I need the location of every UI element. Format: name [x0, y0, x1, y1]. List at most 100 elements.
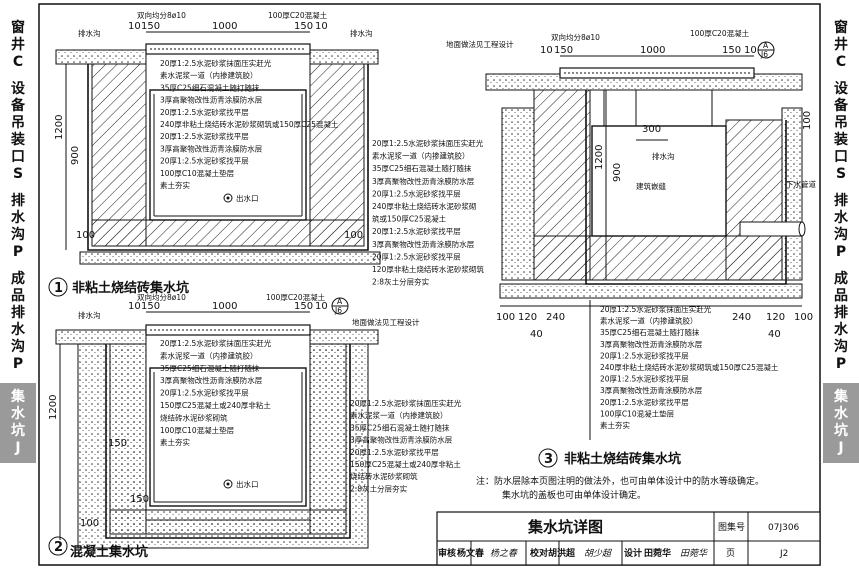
detail2-rebar-label: 双向均分8ø10 — [137, 292, 186, 302]
detail2-right-note-0: 20厚1:2.5水泥砂浆抹面压实赶光 — [350, 398, 462, 408]
detail2-inner-note-2: 35厚C25细石混凝土随打随抹 — [160, 363, 260, 373]
detail1-inner-note-3: 3厚高聚物改性沥青涂膜防水层 — [160, 95, 263, 105]
detail1-dim-10b: 10 — [315, 21, 328, 32]
detail2-inner-note-3: 3厚高聚物改性沥青涂膜防水层 — [160, 375, 263, 385]
detail2-dim-150a: 150 — [141, 301, 160, 312]
detail1-inner-note-10: 素土夯实 — [160, 180, 190, 190]
detail1-dim-100-right: 100 — [344, 230, 363, 241]
detail2-inner-note-8: 素土夯实 — [160, 437, 190, 447]
detail3-concrete-label: 100厚C20混凝土 — [690, 28, 750, 38]
detail2-inner-note-4: 20厚1:2.5水泥砂浆找平层 — [160, 388, 249, 398]
drawing-frame — [38, 3, 821, 566]
detail2-right-note-7: 2:8灰土分层夯实 — [350, 483, 408, 493]
detail3-note-2: 35厚C25细石混凝土随打随抹 — [600, 327, 700, 337]
detail1-right-note-7: 20厚1:2.5水泥砂浆找平层 — [372, 226, 461, 236]
detail3-number: 3 — [544, 452, 553, 467]
detail2-drain-left: 排水沟 — [78, 310, 101, 320]
detail2-right-note-6: 烧结砖水泥砂浆砌筑 — [350, 471, 418, 481]
detail1-right-note-5: 240厚非粘土烧结砖水泥砂浆砌 — [372, 201, 476, 211]
detail3-note-0: 20厚1:2.5水泥砂浆抹面压实赶光 — [600, 304, 712, 314]
detail-1: 出水口 10 150 1000 150 10 双向均分8ø10 100厚C20混… — [48, 10, 484, 297]
detail1-dim-150a: 150 — [141, 21, 160, 32]
title-block-page-no: J2 — [779, 549, 788, 559]
detail2-right-note-3: 3厚高聚物改性沥青涂膜防水层 — [350, 435, 453, 445]
detail3-note-7: 3厚高聚物改性沥青涂膜防水层 — [600, 385, 703, 395]
detail3-dim-150b: 150 — [722, 45, 741, 56]
detail3-embedded-label: 建筑嵌缝 — [636, 181, 666, 191]
detail3-callout-sheet: J6 — [760, 50, 768, 59]
title-block-atlas-no: 07J306 — [768, 523, 800, 533]
detail2-dim-150-inner: 150 — [130, 494, 149, 505]
title-block-checker: 胡洪超 — [548, 547, 576, 559]
detail1-title: 非粘土烧结砖集水坑 — [72, 280, 189, 296]
detail1-drain-right: 排水沟 — [350, 28, 373, 38]
detail3-dim-40b: 40 — [768, 329, 781, 340]
detail2-title: 混凝土集水坑 — [70, 544, 148, 560]
detail2-ground-ref: 地面做法见工程设计 — [352, 317, 420, 327]
detail3-dim-b3: 240 — [732, 312, 751, 323]
title-block-check-label: 校对 — [530, 547, 548, 559]
title-block-review-sign: 杨之春 — [490, 548, 518, 559]
detail1-right-note-2: 35厚C25细石混凝土随打随抹 — [372, 163, 472, 173]
detail2-dim-150b: 150 — [294, 301, 313, 312]
detail3-pipe-label: 下水管道 — [786, 179, 816, 189]
detail3-dim-150a: 150 — [554, 45, 573, 56]
detail3-note-8: 20厚1:2.5水泥砂浆找平层 — [600, 397, 689, 407]
detail2-inner-note-7: 100厚C10混凝土垫层 — [160, 425, 235, 435]
detail1-right-note-11: 2:8灰土分层夯实 — [372, 277, 430, 287]
detail1-number: 1 — [54, 281, 63, 296]
detail2-outlet: 出水口 — [236, 479, 259, 489]
detail2-right-note-2: 35厚C25细石混凝土随打随抹 — [350, 422, 450, 432]
detail1-dim-10a: 10 — [128, 21, 141, 32]
title-block-atlas-label: 图集号 — [718, 521, 745, 533]
detail3-dim-300: 300 — [642, 124, 661, 135]
title-block-page-label: 页 — [726, 548, 735, 559]
title-block-review-label: 审核 — [438, 547, 456, 559]
detail1-right-note-0: 20厚1:2.5水泥砂浆抹面压实赶光 — [372, 138, 484, 148]
detail3-note-4: 20厚1:2.5水泥砂浆找平层 — [600, 350, 689, 360]
title-block-check-sign: 胡少超 — [584, 548, 613, 559]
detail1-right-note-8: 3厚高聚物改性沥青涂膜防水层 — [372, 239, 475, 249]
detail1-dim-1200: 1200 — [54, 115, 65, 140]
detail1-inner-note-0: 20厚1:2.5水泥砂浆抹面压实赶光 — [160, 58, 272, 68]
detail1-dim-900: 900 — [70, 146, 81, 165]
detail2-concrete-label: 100厚C20混凝土 — [266, 292, 326, 302]
detail1-right-note-6: 筑或150厚C25混凝土 — [372, 214, 447, 224]
detail1-concrete-label: 100厚C20混凝土 — [268, 10, 328, 20]
title-block-reviewer: 杨文春 — [457, 547, 485, 559]
detail3-note-5: 240厚非粘土烧结砖水泥砂浆砌筑或150厚C25混凝土 — [600, 362, 779, 372]
detail2-dim-10b: 10 — [315, 301, 328, 312]
detail3-note-6: 20厚1:2.5水泥砂浆找平层 — [600, 374, 689, 384]
detail2-dim-100-left: 100 — [80, 518, 99, 529]
detail3-dim-900: 900 — [612, 163, 623, 182]
detail3-dim-b1: 120 — [518, 312, 537, 323]
detail1-right-note-3: 3厚高聚物改性沥青涂膜防水层 — [372, 176, 475, 186]
detail3-dim-100-right: 100 — [802, 111, 813, 130]
detail3-dim-b5: 100 — [794, 312, 813, 323]
title-block: 集水坑详图 图集号 07J306 审核 杨文春 杨之春 校对 胡洪超 胡少超 设… — [436, 511, 821, 566]
note-line-1: 注：防水层除本页图注明的做法外，也可由单体设计中的防水等级确定。 — [476, 475, 764, 487]
detail1-inner-note-6: 20厚1:2.5水泥砂浆找平层 — [160, 131, 249, 141]
detail2-right-note-1: 素水泥浆一道（内掺建筑胶） — [350, 410, 448, 420]
detail1-inner-note-7: 3厚高聚物改性沥青涂膜防水层 — [160, 143, 263, 153]
detail1-rebar-label: 双向均分8ø10 — [137, 10, 186, 20]
detail3-dim-10b: 10 — [744, 45, 757, 56]
detail1-right-note-10: 120厚非粘土烧结砖水泥砂浆砌筑 — [372, 264, 484, 274]
detail3-dim-10a: 10 — [540, 45, 553, 56]
detail3-note-10: 素土夯实 — [600, 420, 630, 430]
detail1-right-note-9: 20厚1:2.5水泥砂浆找平层 — [372, 251, 461, 261]
detail3-note-9: 100厚C10混凝土垫层 — [600, 408, 675, 418]
detail1-right-note-1: 素水泥浆一道（内掺建筑胶） — [372, 151, 470, 161]
title-block-design-label: 设计 — [624, 547, 642, 559]
